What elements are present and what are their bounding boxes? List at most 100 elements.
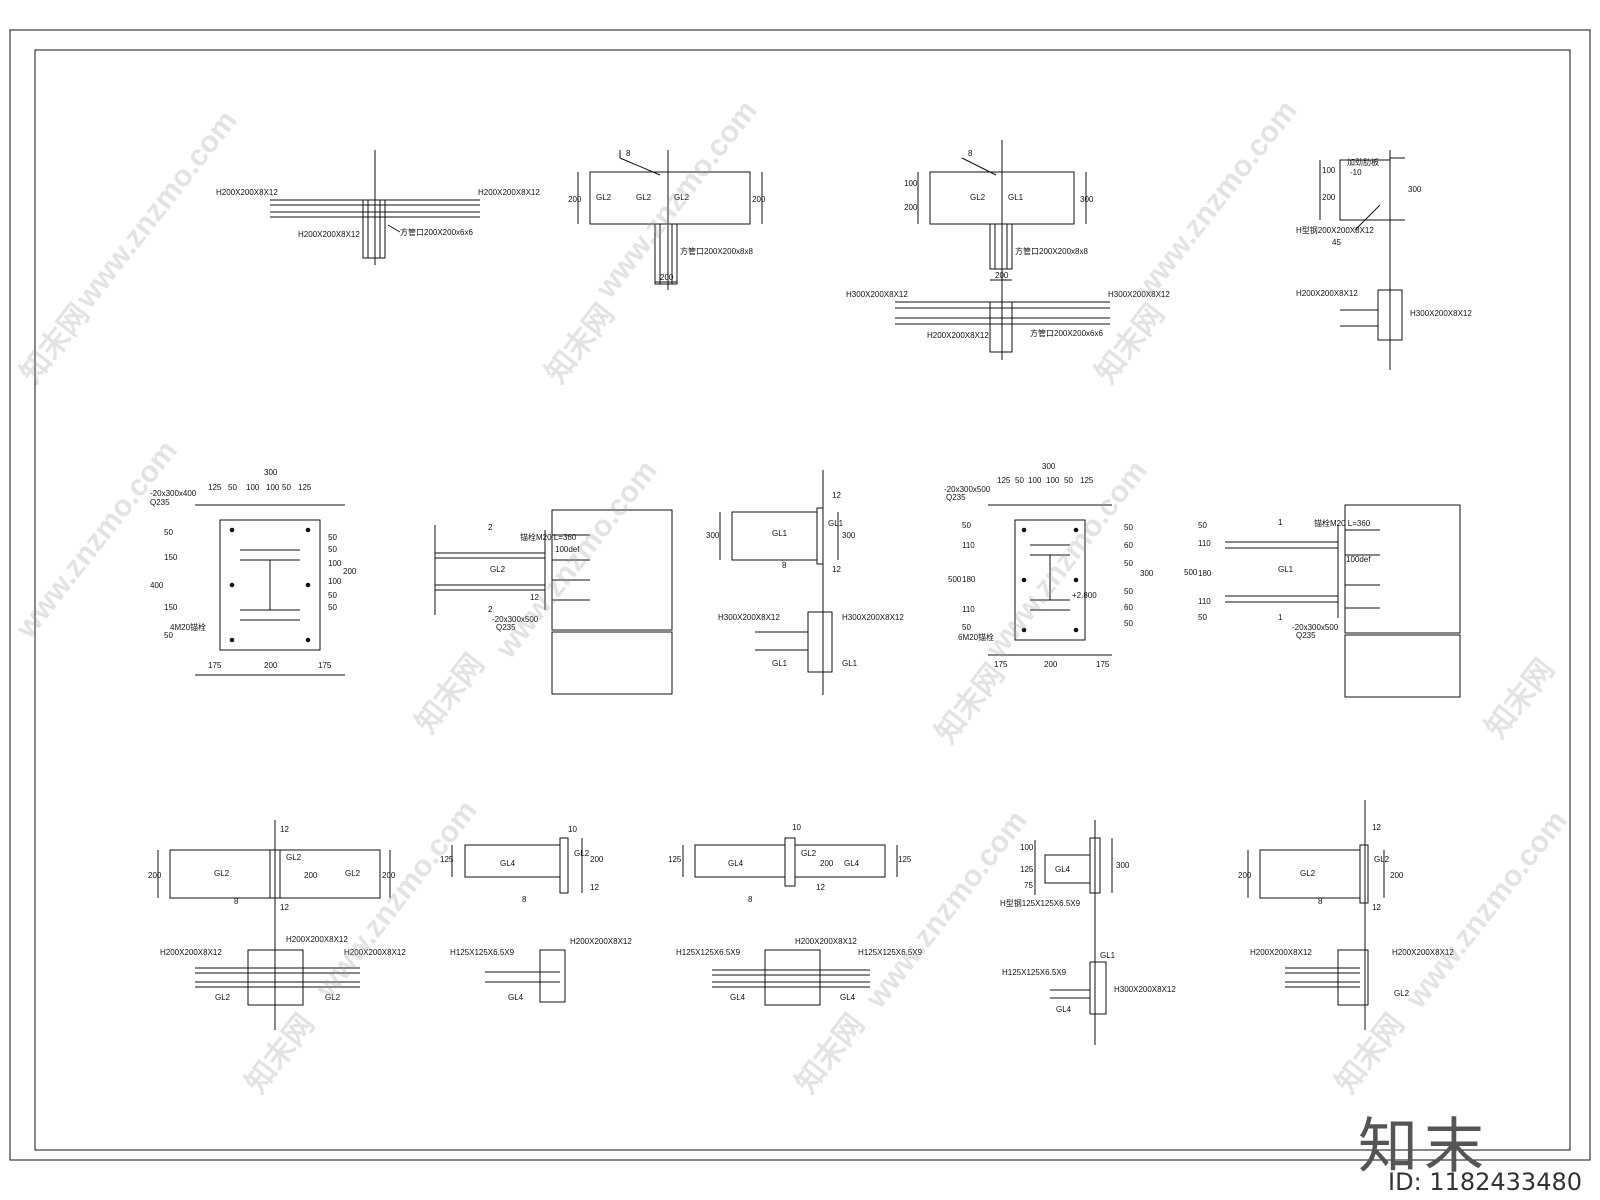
label: H200X200X8X12 [298,230,360,239]
label: H型钢200X200X8X12 [1296,225,1374,235]
beam-label: GL2 [1374,855,1390,864]
label: H300X200X8X12 [842,613,904,622]
dim: 125 [1080,476,1094,485]
label: 45 [1332,238,1341,247]
dim: 200 [995,271,1009,280]
dim: 200 [343,567,357,576]
dim: 200 [148,871,162,880]
dim: 50 [328,533,337,542]
beam-label: GL2 [214,869,230,878]
watermark: www.znzmo.com [1129,94,1304,305]
label: H200X200X8X12 [795,937,857,946]
label: H200X200X8X12 [344,948,406,957]
dim: 125 [208,483,222,492]
watermark: 知末网 [15,298,96,389]
dim: 100 [1322,166,1336,175]
dim: 100 [328,559,342,568]
dim: 50 [164,528,173,537]
weld-mark: 8 [626,149,631,158]
label: -20x300x500 [944,485,991,494]
label: 4M20锚栓 [170,622,206,632]
dim: 100 [1020,843,1034,852]
watermark: 知末网 [240,1008,321,1099]
dim: 200 [904,203,918,212]
dim: 75 [1024,881,1033,890]
detail-top-3: 8 GL2 GL1 100 200 300 方管口200X200x8x8 200… [846,140,1170,360]
mark: 2 [488,523,493,532]
dim: 200 [304,871,318,880]
beam-label: GL1 [842,659,858,668]
beam-label: GL2 [596,193,612,202]
dim: 300 [1140,569,1154,578]
dim: 50 [1124,619,1133,628]
dim: 300 [706,531,720,540]
dim: 50 [962,521,971,530]
dim: 50 [328,603,337,612]
dim: 100 [904,179,918,188]
dim: 500 [948,575,962,584]
watermark: 知末网 [410,648,491,739]
beam-label: GL1 [1100,951,1116,960]
label: H200X200X8X12 [216,188,278,197]
brand-logo: 知末 [1358,1112,1490,1182]
beam-label: GL2 [215,993,231,1002]
label: H300X200X8X12 [1108,290,1170,299]
detail-top-1: H200X200X8X12 H200X200X8X12 H200X200X8X1… [216,150,540,265]
beam-label: GL2 [801,849,817,858]
dim: 300 [1116,861,1130,870]
dim: 175 [318,661,332,670]
beam-label: GL2 [636,193,652,202]
watermark: 知末网 [930,658,1011,749]
inner-border [34,49,1571,1151]
detail-mid-4: 300 125 50 100 100 50 125 -20x300x500 Q2… [944,462,1154,669]
beam-label: GL1 [772,529,788,538]
dim: 150 [164,603,178,612]
dim: 50 [1015,476,1024,485]
watermark: www.znzmo.com [309,794,484,1005]
label: Q235 [496,623,516,632]
label: H200X200X8X12 [478,188,540,197]
beam-label: GL2 [674,193,690,202]
dim: 400 [150,581,164,590]
weld-mark: 12 [590,883,599,892]
dim: 110 [962,541,975,550]
weld-mark: 8 [968,149,973,158]
label: 加劲肋板 [1347,157,1379,167]
beam-label: GL2 [345,869,361,878]
dim: 60 [1124,541,1133,550]
weld-mark: 8 [234,897,239,906]
watermark: www.znzmo.com [859,804,1034,1015]
label: H300X200X8X12 [1114,985,1176,994]
dim: 125 [440,855,454,864]
detail-bottom-4: 100 125 75 300 GL4 H型钢125X125X6.5X9 H125… [1000,820,1176,1045]
dim: 200 [660,273,674,282]
detail-mid-3: 12 12 8 GL1 GL1 300 300 H300X200X8X12 H3… [706,470,904,695]
weld-mark: 8 [1318,897,1323,906]
dim: 60 [1124,603,1133,612]
watermark: 知末网 [790,1008,871,1099]
label: 方管口200X200x6x6 [400,227,473,237]
mark: 1 [1278,518,1283,527]
dim: 200 [590,855,604,864]
label: 方管口200X200x8x8 [1015,246,1088,256]
beam-label: GL1 [772,659,788,668]
label: H200X200X8X12 [570,937,632,946]
dim: 110 [1198,539,1211,548]
detail-mid-5: 1 1 GL1 锚栓M20 L=360 100def 500 50 110 18… [1184,504,1461,698]
beam-label: GL4 [728,859,744,868]
mark: 2 [488,605,493,614]
watermark: www.znzmo.com [589,94,764,305]
beam-label: GL2 [286,853,302,862]
weld-mark: 12 [530,593,539,602]
beam-label: GL1 [1278,565,1294,574]
dim: 50 [228,483,237,492]
beam-label: GL2 [1300,869,1316,878]
label: 方管口200X200x8x8 [680,246,753,256]
beam-label: GL2 [490,565,506,574]
dim: 125 [668,855,682,864]
label: 100def [555,545,580,554]
dim: 50 [1064,476,1073,485]
label: Q235 [946,493,966,502]
label: -20x300x400 [150,489,197,498]
